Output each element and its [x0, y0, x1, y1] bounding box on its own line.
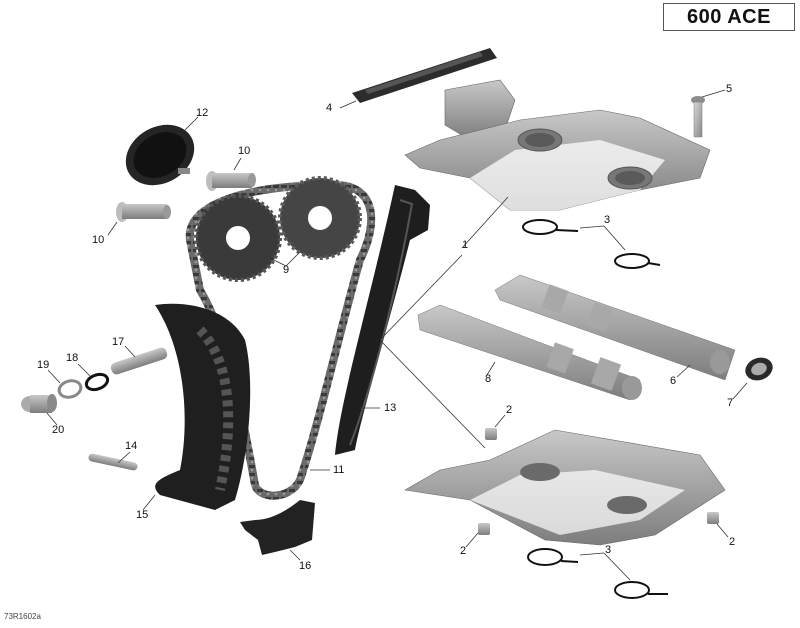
o-rings-lower-part-3: [527, 548, 668, 599]
callout-14: 14: [125, 440, 138, 452]
crank-chain-guide-part-16: [240, 500, 315, 555]
callout-2a: 2: [506, 404, 513, 416]
pivot-pin-part-14: [88, 453, 138, 471]
callout-20: 20: [52, 424, 65, 436]
callout-4: 4: [326, 102, 333, 114]
callout-13: 13: [384, 402, 397, 414]
callout-12: 12: [196, 107, 209, 119]
callout-11: 11: [333, 464, 345, 476]
callout-18: 18: [66, 352, 79, 364]
tensioner-plunger-part-17: [110, 347, 168, 375]
callout-8: 8: [485, 373, 492, 385]
spring-part-18: [84, 372, 110, 392]
plug-screw-part-20: [21, 394, 57, 413]
sprocket-bolts-part-10: [116, 171, 256, 222]
callout-10a: 10: [238, 145, 251, 157]
reference-code: 73R1602a: [4, 612, 41, 621]
cover-part-12: [125, 124, 195, 186]
dowel-pins-part-2: [478, 428, 719, 535]
callout-3b: 3: [605, 544, 612, 556]
o-rings-upper-part-3: [522, 219, 661, 269]
callout-3a: 3: [604, 214, 611, 226]
exhaust-camshaft-part-6: [494, 274, 736, 381]
model-title: 600 ACE: [687, 5, 771, 28]
callout-2b: 2: [460, 545, 467, 557]
leader-lines: [46, 89, 748, 581]
sealing-ring-part-19: [57, 379, 83, 399]
callout-7: 7: [727, 397, 734, 409]
callout-6: 6: [670, 375, 677, 387]
callout-10b: 10: [92, 234, 105, 246]
callout-5: 5: [726, 83, 733, 95]
callout-15: 15: [136, 509, 149, 521]
intake-camshaft-part-8: [417, 304, 642, 401]
callout-17: 17: [112, 336, 125, 348]
upper-camshaft-carrier-part-1: [404, 79, 711, 211]
model-title-box: 600 ACE: [663, 3, 795, 31]
callout-9: 9: [283, 264, 290, 276]
camshaft-sprockets-part-9: [194, 176, 362, 282]
bolt-part-5: [691, 96, 705, 138]
callout-2c: 2: [729, 536, 736, 548]
lower-camshaft-carrier-part-1: [404, 429, 726, 546]
callout-16: 16: [299, 560, 312, 572]
callout-1: 1: [462, 239, 469, 251]
upper-chain-guide-part-4: [352, 48, 497, 103]
callout-19: 19: [37, 359, 50, 371]
seal-part-7: [745, 357, 773, 381]
fixed-chain-guide-part-13: [335, 185, 430, 455]
tensioner-guide-part-15: [155, 303, 251, 510]
